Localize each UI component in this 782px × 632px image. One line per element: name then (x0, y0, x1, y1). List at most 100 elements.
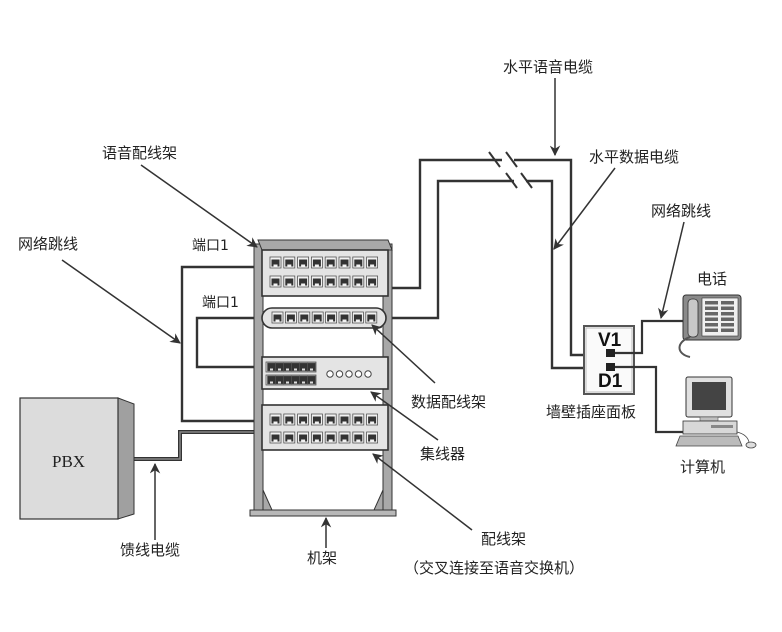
rj45-port (352, 431, 365, 444)
label-computer: 计算机 (680, 458, 726, 476)
hub-led (364, 370, 372, 378)
label-hub: 集线器 (420, 445, 466, 463)
rj45-port (351, 311, 364, 324)
pbx (19, 397, 135, 520)
rj45-port (297, 413, 310, 426)
phone-key (721, 323, 734, 327)
label-patch-panel: 配线架 (481, 530, 527, 548)
d1-jack (606, 363, 615, 371)
arrow-network-patch-cord-right (658, 221, 685, 320)
rj45-port (283, 413, 296, 426)
label-network-patch-cord-right: 网络跳线 (651, 202, 712, 220)
data-patch-panel (261, 307, 387, 329)
rj45-port (366, 275, 379, 288)
phone-key (705, 306, 718, 310)
rj45-port (310, 256, 323, 269)
label-network-patch-cord-left: 网络跳线 (18, 235, 79, 253)
rj45-port (297, 256, 310, 269)
arrow-horizontal-data-cable (553, 167, 616, 250)
rj45-port (283, 275, 296, 288)
cable-break-marks (488, 151, 533, 189)
rj45-port (338, 431, 351, 444)
label-voice-patch-panel: 语音配线架 (102, 144, 178, 162)
v1-jack (606, 349, 615, 357)
hub-port (291, 362, 300, 372)
rj45-port (284, 311, 297, 324)
rj45-port (271, 311, 284, 324)
rj45-port (338, 413, 351, 426)
data-to-hub-patch-cord (195, 316, 277, 369)
hub-port (283, 362, 292, 372)
rj45-port (324, 431, 337, 444)
label-rack: 机架 (307, 549, 338, 567)
patch-panel (261, 404, 389, 451)
phone-key (705, 323, 718, 327)
horizontal-voice-cable (388, 158, 584, 357)
label-outlet-d1: D1 (598, 371, 623, 392)
hub-port (299, 375, 308, 385)
rj45-port (283, 256, 296, 269)
label-pbx: PBX (52, 452, 86, 471)
hub-port (275, 375, 284, 385)
outlet-to-computer-cord (615, 365, 686, 434)
hub-port (275, 362, 284, 372)
label-patch-panel-note: （交叉连接至语音交换机） (404, 559, 585, 577)
rj45-port (311, 311, 324, 324)
rj45-port (269, 275, 282, 288)
label-data-patch-panel: 数据配线架 (411, 393, 487, 411)
voice-patch-panel (261, 249, 389, 297)
hub-led (354, 370, 363, 378)
rj45-port (283, 431, 296, 444)
rj45-port (338, 311, 351, 324)
hub-led (335, 370, 344, 378)
phone-key (721, 317, 734, 321)
rj45-port (297, 431, 310, 444)
label-feeder-cable: 馈线电缆 (120, 541, 181, 559)
label-phone: 电话 (697, 270, 728, 288)
phone-key (721, 312, 734, 316)
hub (261, 356, 389, 390)
rj45-port (310, 413, 323, 426)
phone-key (721, 328, 734, 332)
hub-port (307, 362, 316, 372)
rj45-port (338, 275, 351, 288)
rj45-port (269, 431, 282, 444)
rj45-port (269, 413, 282, 426)
arrow-patch-panel (372, 453, 473, 531)
wall-outlet (583, 325, 635, 395)
horizontal-data-cable (388, 179, 584, 370)
hub-led (326, 370, 334, 378)
rj45-port (297, 275, 310, 288)
phone-icon (678, 294, 742, 358)
arrow-voice-patch-panel (140, 164, 258, 248)
rj45-port (338, 256, 351, 269)
arrow-hub (370, 391, 439, 441)
rj45-port (310, 275, 323, 288)
arrow-network-patch-cord-left (61, 259, 181, 344)
rj45-port (365, 311, 378, 324)
hub-port (291, 375, 300, 385)
rj45-port (366, 413, 379, 426)
hub-led (345, 370, 353, 378)
label-port1-mid: 端口1 (202, 295, 239, 311)
phone-key (721, 301, 734, 305)
rj45-port (352, 413, 365, 426)
phone-key (721, 306, 734, 310)
feeder-cable (127, 430, 262, 461)
hub-port (267, 375, 276, 385)
phone-key (705, 312, 718, 316)
label-port1-top: 端口1 (192, 238, 229, 254)
label-horizontal-data-cable: 水平数据电缆 (589, 148, 680, 166)
arrow-data-patch-panel (371, 324, 436, 384)
phone-key (705, 301, 718, 305)
rj45-port (324, 413, 337, 426)
phone-key (705, 328, 718, 332)
callout-arrows (61, 78, 685, 548)
hub-port (307, 375, 316, 385)
rj45-port (324, 275, 337, 288)
phone-key (705, 317, 718, 321)
rj45-port (310, 431, 323, 444)
label-horizontal-voice-cable: 水平语音电缆 (503, 58, 594, 76)
rj45-port (298, 311, 311, 324)
